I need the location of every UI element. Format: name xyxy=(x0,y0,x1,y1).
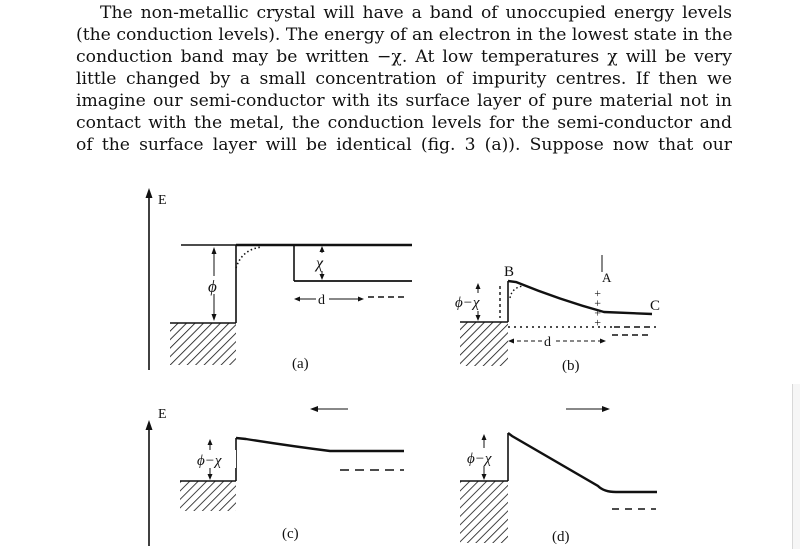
label-phi-chi: ϕ−χ xyxy=(467,451,492,467)
paragraph-line: (the conduction levels). The energy of a… xyxy=(76,25,733,45)
arrow-right-icon xyxy=(600,338,606,344)
label-point-b: B xyxy=(504,264,514,280)
arrow-left-icon xyxy=(508,338,514,344)
arrow-left-icon xyxy=(310,406,318,412)
arrow-down-icon xyxy=(481,474,487,480)
arrow-up-icon xyxy=(207,439,213,445)
label-d: d xyxy=(318,293,325,308)
metal-hatch xyxy=(460,322,508,366)
caption-c: (c) xyxy=(282,526,299,542)
metal-hatch xyxy=(460,481,508,543)
body-paragraph: The non-metallic crystal will have a ban… xyxy=(76,2,733,156)
label-point-a: A xyxy=(602,270,612,285)
charge-labels: + + + + xyxy=(591,290,605,326)
panel-c: E ϕ−χ (c) xyxy=(145,406,404,546)
label-chi: χ xyxy=(314,255,324,272)
arrow-right-icon xyxy=(358,296,364,302)
image-potential-curve xyxy=(509,285,525,299)
paragraph-line: imagine our semi-conductor with its surf… xyxy=(76,91,732,111)
scrollbar-edge[interactable] xyxy=(792,384,800,549)
label-d: d xyxy=(544,335,551,350)
metal-hatch xyxy=(170,323,236,365)
metal-hatch xyxy=(180,481,236,511)
arrow-down-icon xyxy=(207,474,213,480)
paragraph-line: conduction band may be written −χ. At lo… xyxy=(76,47,732,67)
arrow-up-icon xyxy=(475,283,481,289)
paragraph-line: of the surface layer will be identical (… xyxy=(76,135,732,155)
arrow-up-icon xyxy=(211,247,217,254)
arrow-left-icon xyxy=(294,296,300,302)
caption-a: (a) xyxy=(292,356,309,372)
axis-arrow-icon xyxy=(145,188,153,198)
panel-a: E ϕ χ xyxy=(145,188,412,372)
axis-label-e: E xyxy=(158,193,167,208)
paragraph-line: contact with the metal, the conduction l… xyxy=(76,113,732,133)
panel-d: ϕ−χ (d) xyxy=(460,406,657,545)
label-point-c: C xyxy=(650,298,660,314)
label-phi-chi: ϕ−χ xyxy=(455,295,480,311)
paragraph-line: little changed by a small concentration … xyxy=(76,69,732,89)
label-phi-chi: ϕ−χ xyxy=(197,453,222,469)
arrow-down-icon xyxy=(211,314,217,321)
paragraph-line: The non-metallic crystal will have a ban… xyxy=(100,3,732,23)
arrow-down-icon xyxy=(475,315,481,321)
arrow-right-icon xyxy=(602,406,610,412)
arrow-up-icon xyxy=(481,434,487,440)
axis-arrow-icon xyxy=(145,420,153,430)
label-phi: ϕ xyxy=(208,277,217,296)
caption-b: (b) xyxy=(562,358,580,374)
image-potential-curve xyxy=(235,246,263,269)
band-curve xyxy=(235,436,404,453)
arrow-down-icon xyxy=(319,274,325,280)
axis-label-e: E xyxy=(158,407,167,422)
band-bending-curve xyxy=(507,279,653,316)
band-curve xyxy=(507,432,657,494)
arrow-up-icon xyxy=(319,246,325,252)
panel-b: ϕ−χ B A + + + + C d (b) xyxy=(455,255,660,374)
caption-d: (d) xyxy=(552,529,570,545)
